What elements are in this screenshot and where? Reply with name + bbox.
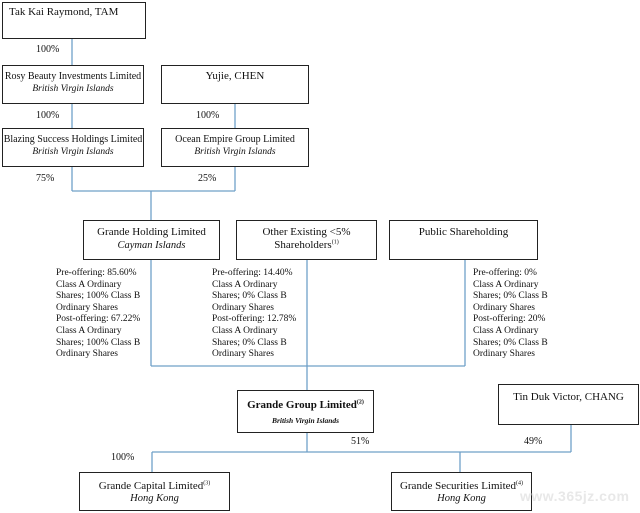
box-grande-holding: Grande Holding Limited Cayman Islands	[83, 220, 220, 260]
box-grande-group: Grande Group Limited(2) British Virgin I…	[237, 390, 374, 433]
box-grande-capital-name: Grande Capital Limited	[98, 480, 204, 492]
note-line: Shares; 0% Class B	[212, 291, 287, 302]
box-grande-group-footnote: (2)	[356, 399, 364, 406]
box-grande-capital-name-line: Grande Capital Limited(3)	[80, 480, 229, 493]
note-line: Class A Ordinary	[473, 279, 539, 290]
note-line: Shares; 100% Class B	[56, 291, 141, 302]
note-line: Pre-offering: 85.60%	[56, 268, 137, 278]
box-rosy-name: Rosy Beauty Investments Limited	[4, 71, 142, 82]
box-other-line2-text: Shareholders	[274, 239, 332, 251]
note-line: Post-offering: 20%	[473, 314, 546, 325]
box-ocean-jurisdiction: British Virgin Islands	[194, 147, 276, 157]
box-grande-capital: Grande Capital Limited(3) Hong Kong	[79, 472, 230, 511]
box-other-shareholders: Other Existing <5% Shareholders(1)	[236, 220, 377, 260]
box-grande-group-name-line: Grande Group Limited(2)	[238, 399, 373, 412]
box-grande-securities-jurisdiction: Hong Kong	[437, 493, 486, 504]
box-ocean: Ocean Empire Group Limited British Virgi…	[161, 128, 309, 167]
note-line: Post-offering: 12.78%	[212, 314, 297, 325]
box-grande-securities-footnote: (4)	[516, 480, 524, 487]
box-ocean-name: Ocean Empire Group Limited	[175, 134, 295, 145]
box-grande-group-name: Grande Group Limited	[247, 399, 357, 411]
note-line: Class A Ordinary	[212, 325, 278, 336]
box-chang: Tin Duk Victor, CHANG	[498, 384, 639, 425]
box-blazing-name: Blazing Success Holdings Limited	[3, 134, 143, 145]
note-line: Shares; 0% Class B	[212, 337, 287, 348]
box-chen: Yujie, CHEN	[161, 65, 309, 104]
box-chang-name: Tin Duk Victor, CHANG	[513, 391, 624, 403]
note-line: Class A Ordinary	[473, 325, 539, 336]
box-public-name: Public Shareholding	[418, 226, 509, 238]
note-line: Class A Ordinary	[56, 325, 122, 336]
box-grande-securities: Grande Securities Limited(4) Hong Kong	[391, 472, 532, 511]
pct-blazing: 75%	[36, 173, 55, 184]
box-other-line2: Shareholders(1)	[237, 239, 376, 252]
pct-ocean: 25%	[198, 173, 217, 184]
note-line: Pre-offering: 14.40%	[212, 268, 293, 278]
box-grande-capital-jurisdiction: Hong Kong	[130, 493, 179, 504]
box-public-shareholding: Public Shareholding	[389, 220, 538, 260]
note-line: Ordinary Shares	[212, 302, 274, 313]
box-rosy: Rosy Beauty Investments Limited British …	[2, 65, 144, 104]
box-rosy-jurisdiction: British Virgin Islands	[32, 84, 114, 94]
box-tam-name: Tak Kai Raymond, TAM	[9, 6, 119, 18]
box-grande-securities-name: Grande Securities Limited	[399, 480, 517, 492]
note-line: Shares; 0% Class B	[473, 291, 548, 302]
box-grande-group-jurisdiction: British Virgin Islands	[271, 416, 340, 425]
pct-group-capital: 100%	[111, 452, 135, 463]
note-line: Ordinary Shares	[56, 302, 118, 313]
note-line: Class A Ordinary	[56, 279, 122, 290]
note-line: Class A Ordinary	[212, 279, 278, 290]
pct-rosy-blazing: 100%	[36, 110, 60, 121]
note-line: Ordinary Shares	[212, 349, 274, 360]
note-line: Post-offering: 67.22%	[56, 314, 141, 325]
box-other-footnote: (1)	[331, 239, 339, 246]
watermark: www.365jz.com	[520, 488, 630, 504]
box-tam: Tak Kai Raymond, TAM	[2, 2, 146, 39]
box-grande-capital-footnote: (3)	[203, 480, 211, 487]
note-line: Shares; 0% Class B	[473, 337, 548, 348]
box-chen-name: Yujie, CHEN	[205, 70, 265, 82]
box-grande-holding-name: Grande Holding Limited	[97, 226, 206, 238]
note-line: Ordinary Shares	[473, 349, 535, 360]
note-line: Ordinary Shares	[56, 349, 118, 360]
pct-group-securities: 51%	[351, 436, 370, 447]
note-line: Ordinary Shares	[473, 302, 535, 313]
pct-chen-ocean: 100%	[196, 110, 220, 121]
pct-chang-securities: 49%	[524, 436, 543, 447]
pct-tam-rosy: 100%	[36, 44, 60, 55]
box-blazing: Blazing Success Holdings Limited British…	[2, 128, 144, 167]
note-line: Shares; 100% Class B	[56, 337, 141, 348]
note-line: Pre-offering: 0%	[473, 268, 537, 278]
box-blazing-jurisdiction: British Virgin Islands	[32, 147, 114, 157]
box-other-line1: Other Existing <5%	[262, 226, 351, 238]
box-grande-holding-jurisdiction: Cayman Islands	[117, 240, 186, 251]
box-grande-securities-name-line: Grande Securities Limited(4)	[392, 480, 531, 493]
